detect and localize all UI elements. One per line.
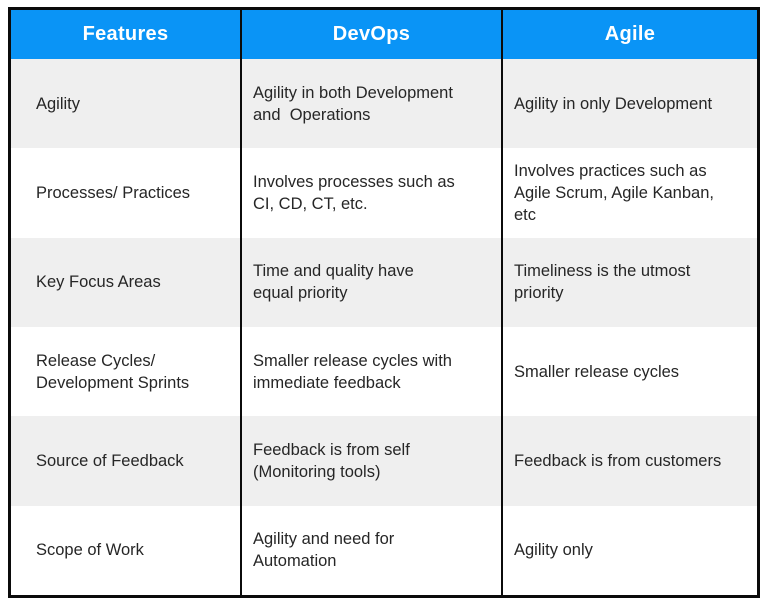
feature-label: Processes/ Practices — [36, 183, 191, 202]
feature-label: Scope of Work — [36, 541, 144, 560]
column-header-devops-label: DevOps — [332, 23, 411, 45]
agile-value: Feedback is from customers — [514, 451, 722, 470]
agile-cell-row2: Involves practices such as Agile Scrum, … — [501, 148, 757, 238]
devops-cell-row3: Time and quality have equal priority — [240, 237, 501, 327]
devops-cell-row6: Agility and need for Automation — [240, 505, 501, 595]
devops-cell-row1: Agility in both Development and Operatio… — [240, 59, 501, 149]
agile-value: Involves practices such as Agile Scrum, … — [514, 161, 714, 224]
column-header-features-label: Features — [82, 23, 169, 45]
devops-cell-row2: Involves processes such as CI, CD, CT, e… — [240, 148, 501, 238]
feature-cell-row5: Source of Feedback — [11, 416, 240, 506]
devops-value: Feedback is from self (Monitoring tools) — [253, 440, 410, 481]
feature-cell-row6: Scope of Work — [11, 505, 240, 595]
devops-cell-row5: Feedback is from self (Monitoring tools) — [240, 416, 501, 506]
feature-label: Source of Feedback — [36, 451, 184, 470]
column-header-agile: Agile — [501, 10, 757, 59]
devops-value: Time and quality have equal priority — [253, 262, 414, 303]
agile-cell-row3: Timeliness is the utmost priority — [501, 237, 757, 327]
feature-cell-row3: Key Focus Areas — [11, 237, 240, 327]
agile-value: Smaller release cycles — [514, 362, 680, 381]
agile-cell-row6: Agility only — [501, 505, 757, 595]
agile-value: Timeliness is the utmost priority — [514, 262, 691, 303]
column-header-agile-label: Agile — [604, 23, 656, 45]
devops-value: Involves processes such as CI, CD, CT, e… — [253, 172, 455, 213]
feature-label: Release Cycles/ Development Sprints — [36, 351, 190, 392]
devops-value: Smaller release cycles with immediate fe… — [253, 351, 452, 392]
devops-value: Agility and need for Automation — [253, 530, 395, 571]
agile-cell-row5: Feedback is from customers — [501, 416, 757, 506]
feature-label: Key Focus Areas — [36, 273, 161, 292]
feature-cell-row2: Processes/ Practices — [11, 148, 240, 238]
feature-cell-row4: Release Cycles/ Development Sprints — [11, 327, 240, 417]
agile-value: Agility only — [514, 541, 593, 560]
feature-cell-row1: Agility — [11, 59, 240, 149]
feature-label: Agility — [36, 94, 81, 113]
agile-cell-row1: Agility in only Development — [501, 59, 757, 149]
comparison-table: Features DevOps Agile Agility Agility in… — [8, 7, 760, 598]
agile-cell-row4: Smaller release cycles — [501, 327, 757, 417]
devops-cell-row4: Smaller release cycles with immediate fe… — [240, 327, 501, 417]
agile-value: Agility in only Development — [514, 94, 713, 113]
devops-value: Agility in both Development and Operatio… — [253, 83, 453, 124]
column-header-features: Features — [11, 10, 240, 59]
column-header-devops: DevOps — [240, 10, 501, 59]
